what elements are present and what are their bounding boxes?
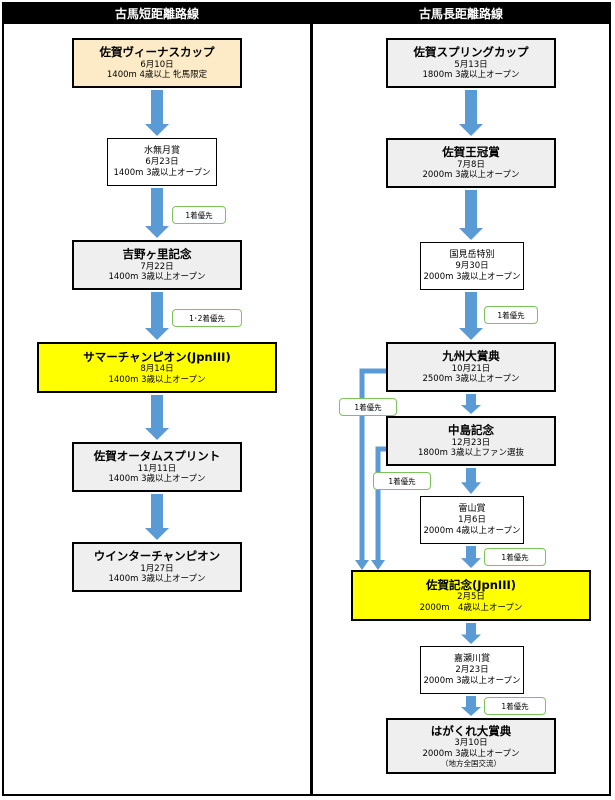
priority-tag: 1着優先: [484, 548, 546, 566]
race-date: 2月5日: [457, 592, 485, 603]
race-note: （地方全国交流）: [441, 759, 501, 769]
race-name: 佐賀王冠賞: [442, 145, 500, 160]
race-conditions: 1400m 3歳以上オープン: [108, 272, 206, 283]
race-yoshinogarikinen: 吉野ヶ里記念 7月22日 1400m 3歳以上オープン: [72, 240, 242, 290]
priority-tag: 1着優先: [484, 306, 538, 324]
race-sagakinen: 佐賀記念(JpnIII) 2月5日 2000m 4歳以上オープン: [351, 570, 591, 621]
race-date: 7月8日: [457, 159, 485, 170]
race-summerchampion: サマーチャンピオン(JpnIII) 8月14日 1400m 3歳以上オープン: [37, 342, 277, 393]
bypass-arrowhead-nakajima: [371, 560, 385, 570]
race-conditions: 1400m 3歳以上オープン: [108, 474, 206, 485]
race-date: 5月13日: [454, 59, 488, 70]
race-name: 吉野ヶ里記念: [122, 247, 192, 262]
race-conditions: 2000m 4歳以上オープン: [419, 602, 523, 613]
bypass-line-kyushu: [359, 368, 386, 560]
race-hagakuredaishoten: はがくれ大賞典 3月10日 2000m 3歳以上オープン （地方全国交流）: [386, 718, 556, 774]
race-name: 雷山賞: [458, 503, 486, 514]
flow-arrow: [461, 623, 481, 644]
race-sagavenuscup: 佐賀ヴィーナスカップ 6月10日 1400m 4歳以上 牝馬限定: [72, 38, 242, 88]
race-date: 10月21日: [451, 363, 491, 374]
priority-tag: 1着優先: [339, 398, 397, 416]
flow-arrow: [459, 90, 483, 136]
race-kunimidaketokubetsu: 国見岳特別 9月30日 2000m 3歳以上オープン: [420, 242, 524, 290]
race-date: 1月27日: [140, 563, 174, 574]
race-conditions: 2000m 3歳以上オープン: [422, 170, 520, 181]
race-sagaokansho: 佐賀王冠賞 7月8日 2000m 3歳以上オープン: [386, 138, 556, 188]
race-minazukisho: 水無月賞 6月23日 1400m 3歳以上オープン: [107, 138, 217, 186]
race-name: 中島記念: [448, 423, 494, 438]
race-date: 7月22日: [140, 261, 174, 272]
priority-tag: 1着優先: [373, 472, 431, 490]
race-name: 佐賀スプリングカップ: [413, 45, 529, 60]
race-conditions: 2000m 4歳以上オープン: [423, 525, 521, 536]
flow-arrow: [459, 190, 483, 240]
race-name: 佐賀ヴィーナスカップ: [99, 45, 215, 60]
flow-arrow: [145, 395, 169, 440]
flow-arrow: [459, 292, 483, 340]
race-conditions: 1800m 3歳以上オープン: [422, 70, 520, 81]
race-kasegawasho: 嘉瀬川賞 2月23日 2000m 3歳以上オープン: [420, 646, 524, 694]
flow-arrow: [145, 292, 169, 340]
race-conditions: 1400m 3歳以上オープン: [108, 574, 206, 585]
race-name: 佐賀オータムスプリント: [93, 449, 221, 464]
race-name: サマーチャンピオン(JpnIII): [83, 349, 231, 364]
race-name: 佐賀記念(JpnIII): [425, 577, 517, 592]
race-raizansho: 雷山賞 1月6日 2000m 4歳以上オープン: [420, 496, 524, 544]
race-sagaautumnsprint: 佐賀オータムスプリント 11月11日 1400m 3歳以上オープン: [72, 442, 242, 492]
bypass-line-nakajima: [375, 446, 386, 560]
flow-arrow: [145, 494, 169, 540]
priority-tag: 1着優先: [484, 697, 546, 715]
race-date: 3月10日: [454, 737, 488, 748]
race-date: 8月14日: [140, 364, 174, 375]
race-conditions: 2000m 3歳以上オープン: [423, 271, 521, 282]
race-date: 2月23日: [455, 665, 489, 675]
race-date: 9月30日: [455, 261, 489, 271]
race-nakajimakinen: 中島記念 12月23日 1800m 3歳以上ファン選抜: [386, 416, 556, 466]
race-name: 国見岳特別: [449, 249, 495, 260]
race-date: 11月11日: [137, 463, 177, 474]
priority-tag: 1着優先: [172, 206, 226, 224]
flow-arrow: [145, 90, 169, 136]
race-sagaspringcup: 佐賀スプリングカップ 5月13日 1800m 3歳以上オープン: [386, 38, 556, 88]
race-date: 1月6日: [458, 515, 486, 525]
long-route-header: 古馬長距離路線: [313, 2, 609, 24]
race-conditions: 1400m 4歳以上 牝馬限定: [106, 70, 208, 81]
race-conditions: 2000m 3歳以上オープン: [423, 675, 521, 686]
race-conditions: 2500m 3歳以上オープン: [422, 374, 520, 385]
flow-arrow: [461, 468, 481, 494]
flow-arrow: [461, 696, 481, 716]
race-kyushudaishoten: 九州大賞典 10月21日 2500m 3歳以上オープン: [386, 342, 556, 392]
short-route-header: 古馬短距離路線: [4, 2, 310, 24]
flow-arrow: [461, 394, 481, 414]
race-date: 12月23日: [451, 437, 491, 448]
priority-tag: 1･2着優先: [172, 309, 242, 327]
race-conditions: 1400m 3歳以上オープン: [113, 167, 211, 178]
race-conditions: 2000m 3歳以上オープン: [422, 748, 520, 759]
race-name: 嘉瀬川賞: [453, 653, 490, 664]
race-conditions: 1800m 3歳以上ファン選抜: [417, 448, 525, 459]
column-divider: [310, 2, 313, 796]
race-winterchampion: ウインターチャンピオン 1月27日 1400m 3歳以上オープン: [72, 542, 242, 592]
race-conditions: 1400m 3歳以上オープン: [108, 374, 206, 385]
race-name: ウインターチャンピオン: [93, 549, 221, 564]
race-name: はがくれ大賞典: [430, 723, 512, 738]
race-date: 6月10日: [140, 59, 174, 70]
race-name: 九州大賞典: [442, 349, 500, 364]
flow-arrow: [461, 546, 481, 568]
flow-arrow: [145, 188, 169, 238]
race-date: 6月23日: [145, 157, 179, 167]
race-name: 水無月賞: [143, 145, 180, 156]
bypass-arrowhead-kyushu: [355, 560, 369, 570]
